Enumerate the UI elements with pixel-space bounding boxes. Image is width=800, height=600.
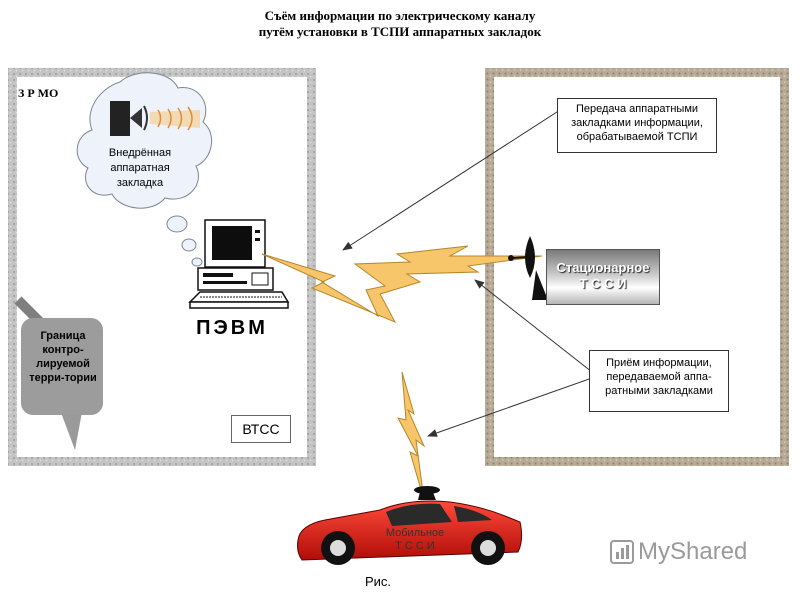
watermark-text: MyShared xyxy=(638,538,748,565)
stationary-tcci-box: Стационарное Т С С И xyxy=(546,249,660,305)
bug-label: Внедрённая аппаратная закладка xyxy=(108,147,172,189)
boundary-label: Граница контро-лируемой терри-тории xyxy=(29,330,97,384)
computer-label: ПЭВМ xyxy=(196,317,268,339)
callout-receive: Приём информации, передаваемой аппа-ратн… xyxy=(589,350,729,412)
arrow-receive-stationary xyxy=(474,279,593,373)
title-line-2: путём установки в ТСПИ аппаратных заклад… xyxy=(258,24,542,39)
btcc-label: ВТСС xyxy=(231,415,291,443)
boundary-callout xyxy=(14,296,103,450)
hardware-bug-icon xyxy=(110,101,200,136)
mobile-tcci-line2: Т С С И xyxy=(395,540,435,552)
arrow-receive-mobile xyxy=(427,377,593,437)
figure-caption: Рис. xyxy=(365,574,392,589)
computer-icon xyxy=(188,219,290,309)
stationary-tcci-line1: Стационарное xyxy=(556,260,650,275)
title-line-1: Съём информации по электрическому каналу xyxy=(264,8,536,23)
watermark-logo-icon xyxy=(610,540,634,564)
mobile-tcci-label: Мобильное Т С С И xyxy=(370,527,460,553)
watermark: MyShared xyxy=(612,538,747,566)
car-icon xyxy=(297,486,523,565)
lightning-bolt-car xyxy=(397,371,426,501)
diagram-title: Съём информации по электрическому каналу… xyxy=(0,8,800,40)
arrow-transmit xyxy=(342,109,561,251)
callout-transmit: Передача аппаратными закладками информац… xyxy=(557,98,717,153)
dish-antenna-icon xyxy=(508,236,548,300)
mobile-tcci-line1: Мобильное xyxy=(385,527,445,539)
zone-label: З Р МО xyxy=(18,86,59,100)
lightning-bolt-main xyxy=(261,245,543,323)
stationary-tcci-line2: Т С С И xyxy=(579,276,627,291)
